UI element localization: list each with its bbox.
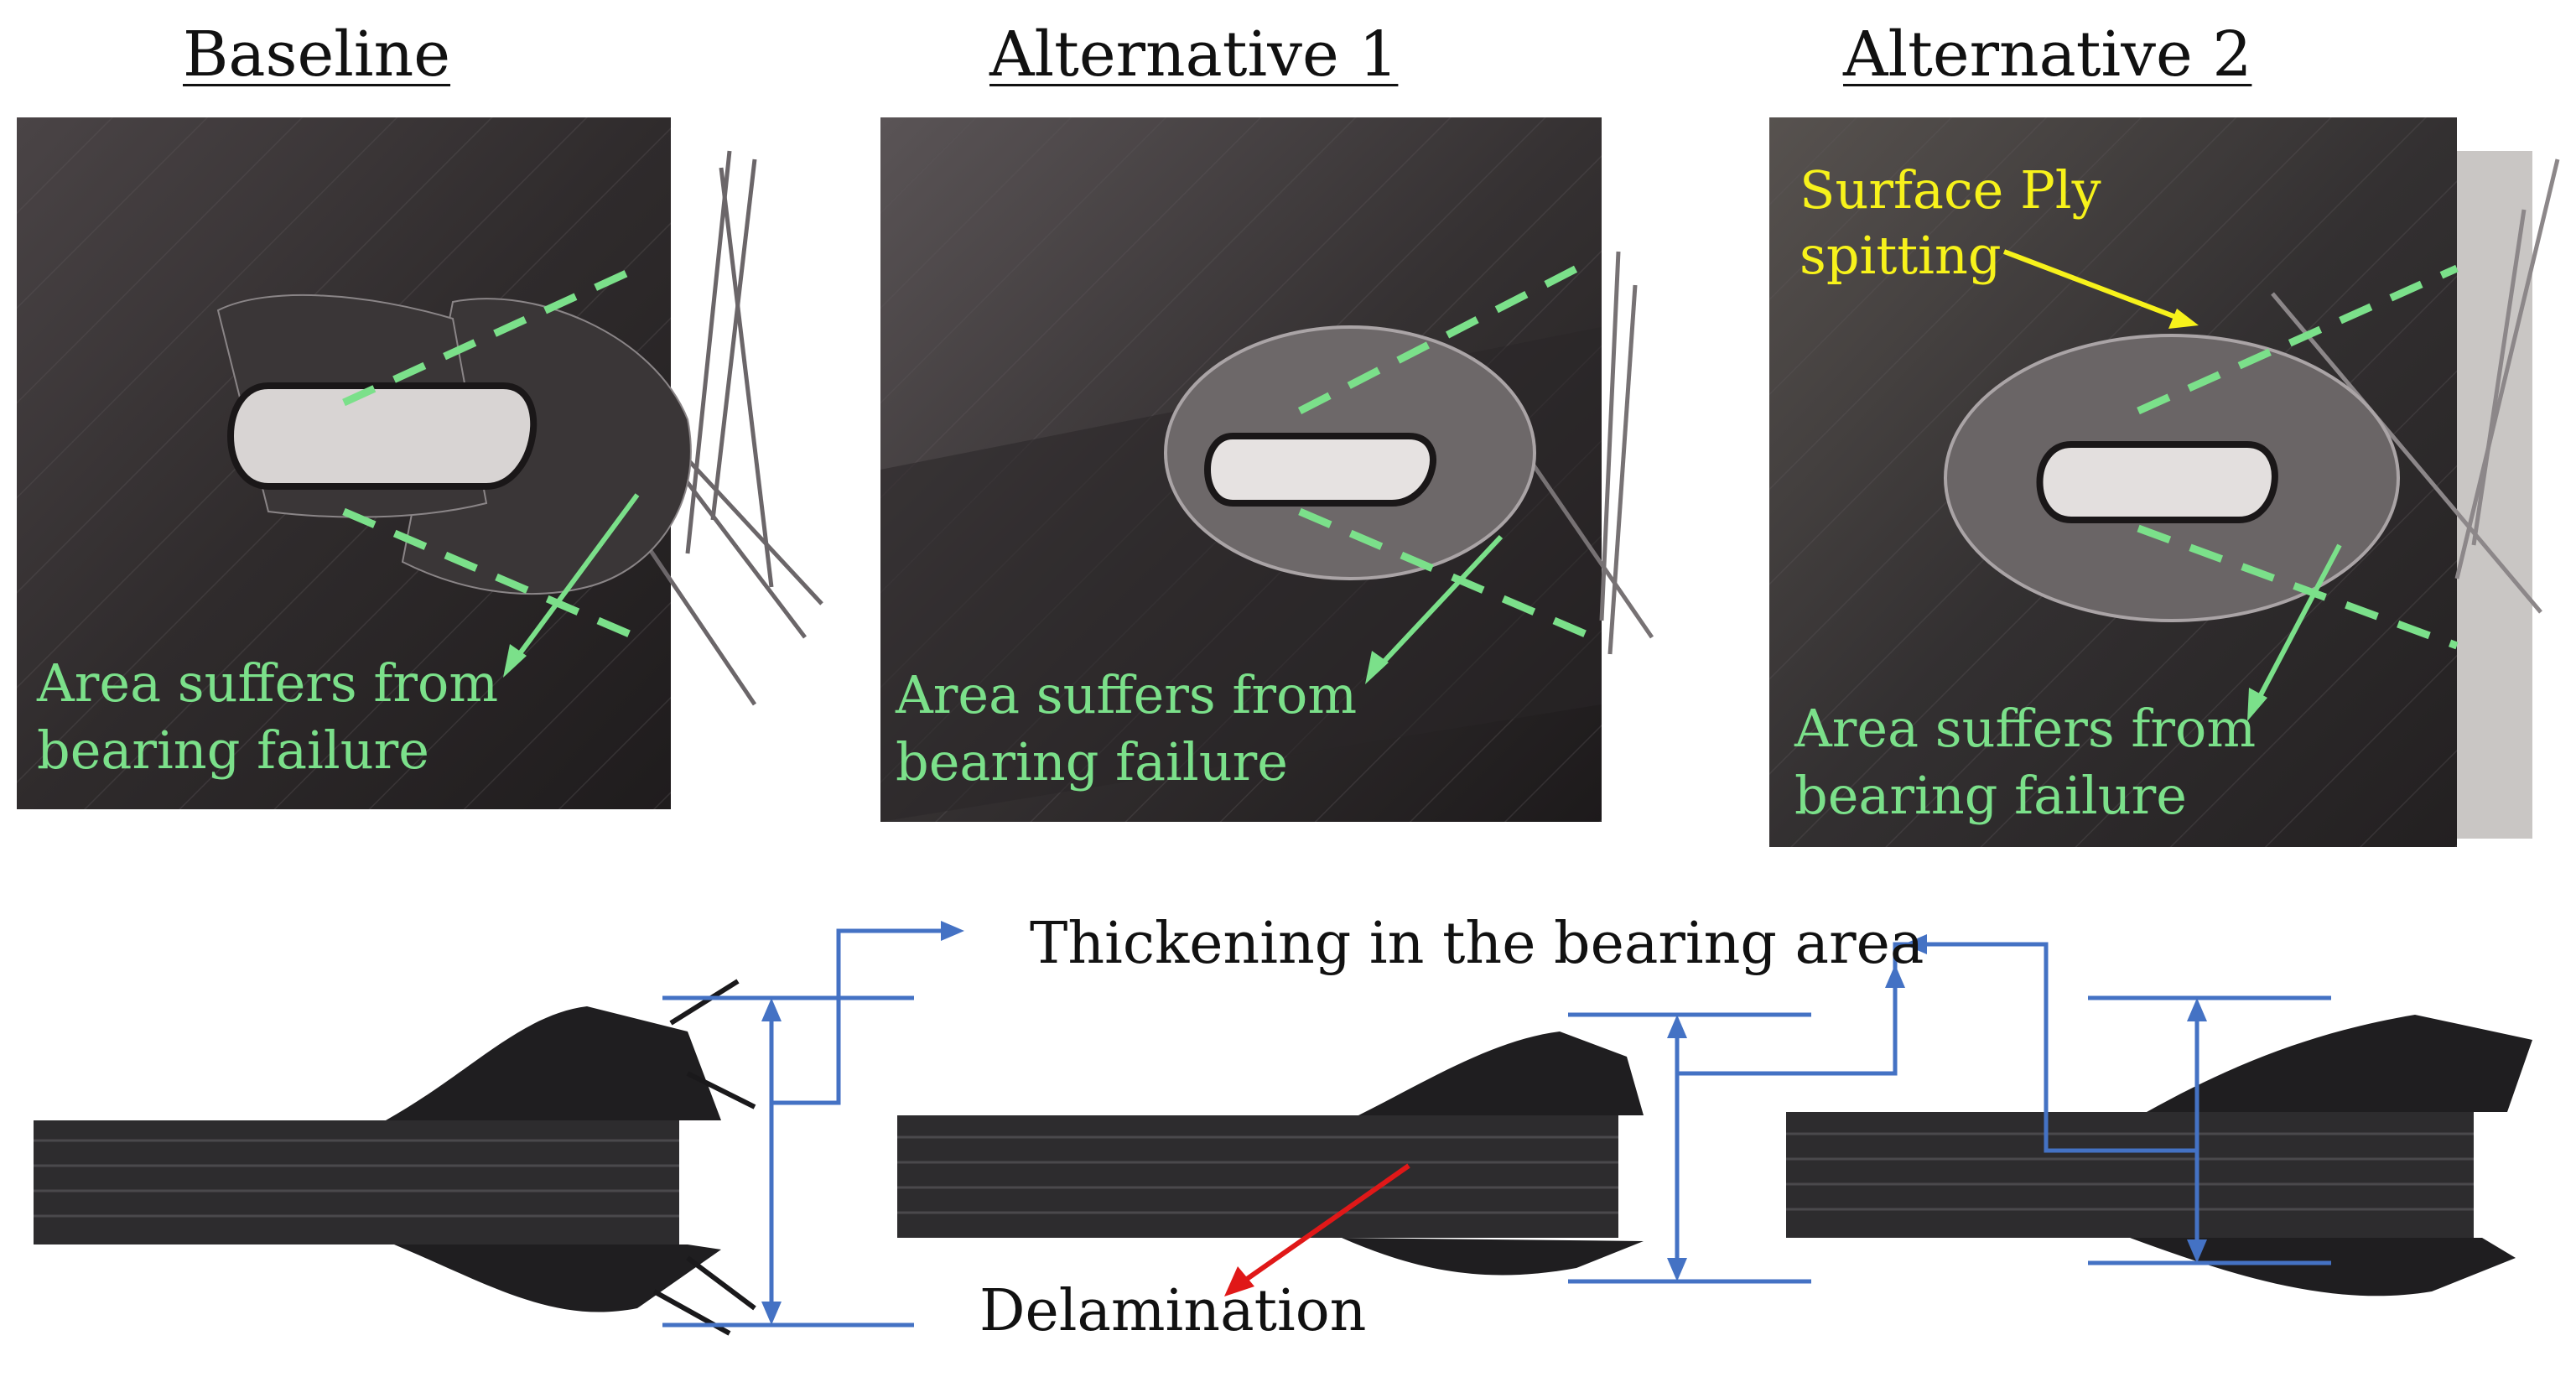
alternative-2-cross-section bbox=[1786, 1015, 2532, 1296]
alternative-2-surface-ply-line2: spitting bbox=[1800, 225, 2002, 286]
panel-title-alternative-1: Alternative 1 bbox=[989, 18, 1399, 91]
baseline-specimen-photo: Area suffers from bearing failure bbox=[17, 117, 855, 813]
baseline-cross-section bbox=[34, 979, 756, 1336]
cross-section-diagram bbox=[0, 889, 2576, 1377]
baseline-annotation-line2: bearing failure bbox=[37, 720, 429, 781]
alternative-1-annotation-line2: bearing failure bbox=[896, 731, 1288, 792]
alternative-1-cross-section bbox=[897, 1031, 1644, 1276]
alternative-2-annotation-line2: bearing failure bbox=[1794, 765, 2187, 826]
panel-title-alternative-2: Alternative 2 bbox=[1843, 18, 2252, 91]
baseline-annotation-line1: Area suffers from bbox=[36, 652, 498, 714]
thickening-label: Thickening in the bearing area bbox=[1030, 911, 1924, 977]
alternative-2-annotation-line1: Area suffers from bbox=[1794, 698, 2256, 759]
alternative-1-annotation-line1: Area suffers from bbox=[895, 664, 1357, 725]
panel-title-baseline: Baseline bbox=[183, 18, 451, 91]
delamination-label: Delamination bbox=[979, 1278, 1367, 1344]
alternative-2-surface-ply-line1: Surface Ply bbox=[1800, 159, 2101, 221]
alternative-2-specimen-photo: Surface Ply spitting Area suffers from b… bbox=[1769, 109, 2574, 847]
alternative-1-specimen-photo: Area suffers from bearing failure bbox=[880, 117, 1719, 830]
